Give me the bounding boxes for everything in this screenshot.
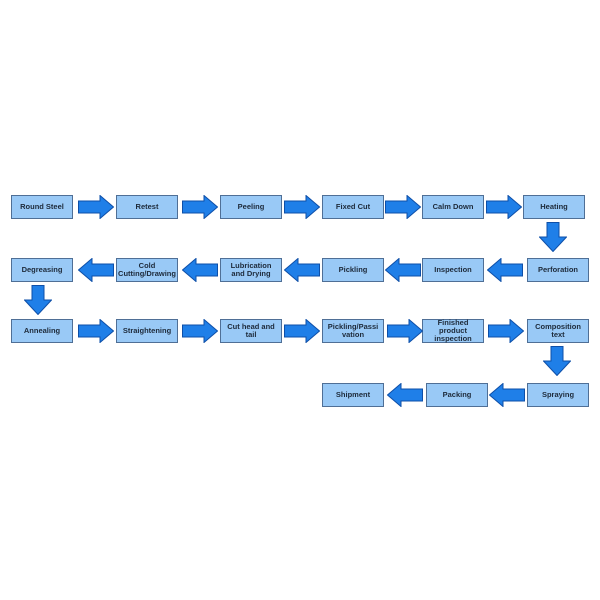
arrow-right-icon: [182, 319, 218, 343]
step-label: Lubrication and Drying: [230, 261, 272, 278]
step-finished-inspection: Finished product inspection: [422, 319, 484, 343]
step-label: Annealing: [23, 326, 61, 335]
step-label: Shipment: [335, 390, 371, 399]
arrow-left-icon: [182, 258, 218, 282]
step-label: Packing: [442, 390, 472, 399]
arrow-right-icon: [385, 195, 421, 219]
arrow-down-icon: [539, 222, 567, 252]
step-label: Degreasing: [21, 265, 63, 274]
step-label: Cold Cutting/Drawing: [118, 261, 176, 278]
step-label: Peeling: [237, 202, 265, 211]
step-fixed-cut: Fixed Cut: [322, 195, 384, 219]
step-label: Spraying: [541, 390, 575, 399]
arrow-left-icon: [284, 258, 320, 282]
step-peeling: Peeling: [220, 195, 282, 219]
step-label: Cut head and tail: [227, 322, 275, 339]
step-label: Pickling: [338, 265, 368, 274]
arrow-down-icon: [543, 346, 571, 376]
arrow-left-icon: [487, 258, 523, 282]
step-pickling-passivation: Pickling/Passi vation: [322, 319, 384, 343]
step-label: Inspection: [434, 265, 472, 274]
step-label: Fixed Cut: [335, 202, 371, 211]
step-perforation: Perforation: [527, 258, 589, 282]
step-spraying: Spraying: [527, 383, 589, 407]
step-lubrication-drying: Lubrication and Drying: [220, 258, 282, 282]
step-label: Straightening: [122, 326, 172, 335]
step-label: Heating: [540, 202, 568, 211]
step-pickling: Pickling: [322, 258, 384, 282]
arrow-right-icon: [488, 319, 524, 343]
step-label: Finished product inspection: [434, 318, 472, 343]
arrow-down-icon: [24, 285, 52, 315]
step-label: Retest: [135, 202, 159, 211]
step-calm-down: Calm Down: [422, 195, 484, 219]
arrow-right-icon: [78, 319, 114, 343]
arrow-right-icon: [78, 195, 114, 219]
arrow-left-icon: [385, 258, 421, 282]
step-label: Calm Down: [432, 202, 474, 211]
step-cut-head-tail: Cut head and tail: [220, 319, 282, 343]
step-label: Round Steel: [20, 202, 64, 211]
step-shipment: Shipment: [322, 383, 384, 407]
arrow-right-icon: [284, 319, 320, 343]
step-cold-cutting-drawing: Cold Cutting/Drawing: [116, 258, 178, 282]
step-retest: Retest: [116, 195, 178, 219]
arrow-right-icon: [182, 195, 218, 219]
step-round-steel: Round Steel: [11, 195, 73, 219]
step-annealing: Annealing: [11, 319, 73, 343]
step-degreasing: Degreasing: [11, 258, 73, 282]
arrow-left-icon: [489, 383, 525, 407]
step-straightening: Straightening: [116, 319, 178, 343]
arrow-left-icon: [387, 383, 423, 407]
step-label: Composition text: [535, 322, 581, 339]
step-packing: Packing: [426, 383, 488, 407]
step-heating: Heating: [523, 195, 585, 219]
arrow-right-icon: [387, 319, 423, 343]
arrow-right-icon: [486, 195, 522, 219]
arrow-left-icon: [78, 258, 114, 282]
step-label: Perforation: [537, 265, 578, 274]
step-inspection: Inspection: [422, 258, 484, 282]
step-label: Pickling/Passi vation: [327, 322, 379, 339]
arrow-right-icon: [284, 195, 320, 219]
step-composition-text: Composition text: [527, 319, 589, 343]
